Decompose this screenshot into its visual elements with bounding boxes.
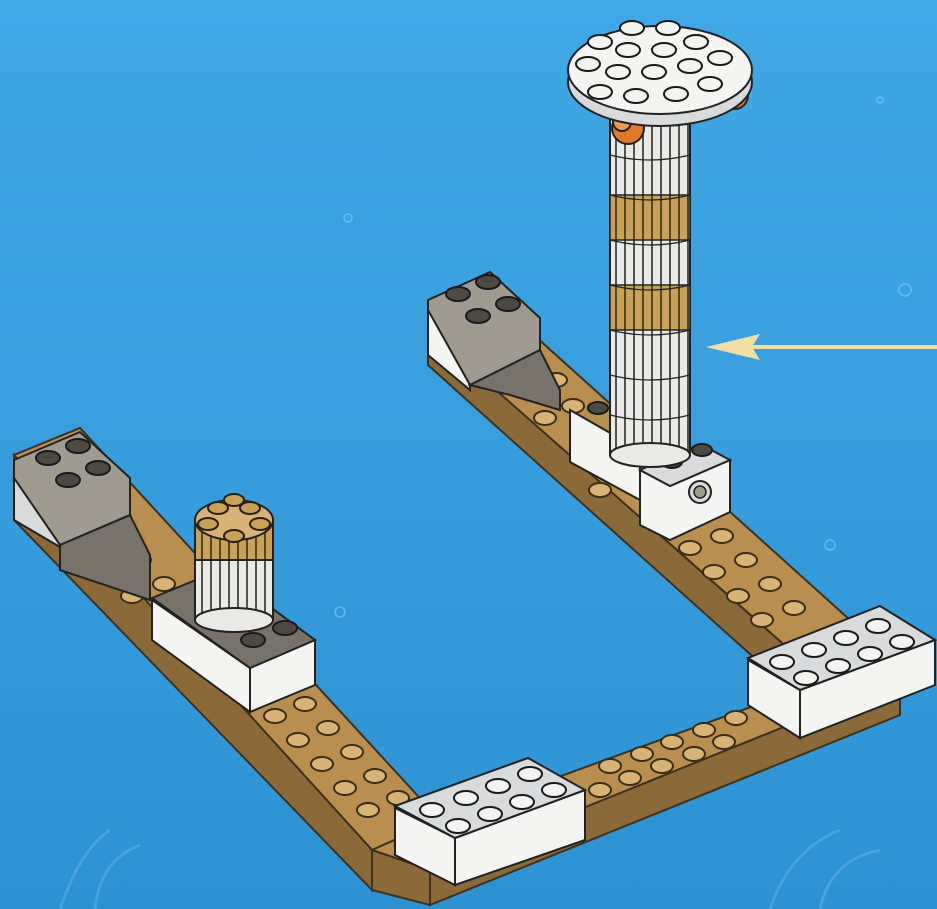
- short-round-column: [195, 494, 273, 632]
- tall-round-column: [610, 110, 690, 467]
